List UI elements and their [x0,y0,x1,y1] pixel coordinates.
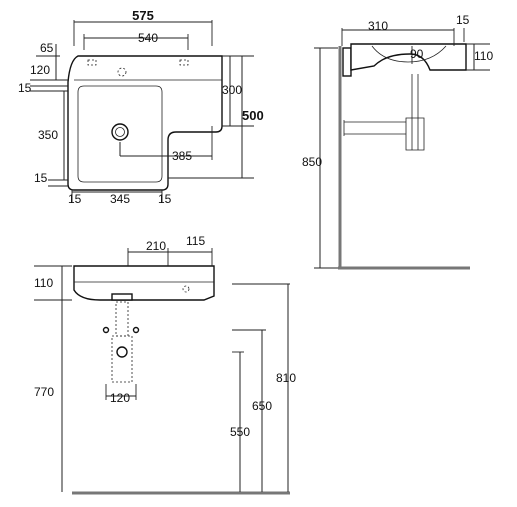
top-view-fixing-right-icon [179,59,189,66]
dim-115-label: 115 [186,234,205,248]
side-view-trap [344,117,425,151]
dim-540-label: 540 [138,31,158,45]
dim-65-label: 65 [40,41,54,55]
dim-120-label: 120 [30,63,50,77]
top-view-waste-inner [115,127,125,137]
dim-850-label: 850 [302,155,322,169]
top-view-waste-icon [111,123,129,141]
front-view-basin [73,265,215,301]
dim-front-110-label: 110 [34,276,53,290]
dim-210-label: 210 [146,239,166,253]
front-view-waste [111,293,133,301]
top-view-fixing-left-icon [87,59,97,66]
dim-575-label: 575 [132,8,154,23]
front-view-trap-lower [111,335,133,383]
front-view-tap-hole-icon [182,285,190,293]
top-view-tap-hole-icon [117,67,127,77]
dim-15-right-label: 15 [158,192,172,206]
side-view-bowl-inner [371,45,447,63]
dim-15-left-label: 15 [68,192,82,206]
side-view: 310 15 90 110 850 [302,13,493,270]
dim-side-110-label: 110 [474,49,493,63]
dim-770-label: 770 [34,385,54,399]
dim-550-label: 550 [230,425,250,439]
dim-300-label: 300 [222,83,242,97]
top-view: 575 540 65 120 15 350 15 300 500 385 [18,8,264,206]
top-view-bowl-rim [77,85,163,183]
dim-350-label: 350 [38,128,58,142]
top-view-basin-outline [67,55,223,191]
front-view-bolt-right-icon [132,326,140,334]
dim-650-label: 650 [252,399,272,413]
dim-385-label: 385 [172,149,192,163]
front-view: 210 115 110 770 120 550 650 810 [34,234,296,495]
dim-310-label: 310 [368,19,388,33]
front-view-trap-outlet-icon [116,346,128,358]
side-view-bracket [342,47,352,77]
dim-345-label: 345 [110,192,130,206]
dim-15-top-label: 15 [18,81,32,95]
side-view-basin-profile [350,43,467,71]
dim-side-15-label: 15 [456,13,470,27]
dim-500-label: 500 [242,108,264,123]
dim-810-label: 810 [276,371,296,385]
dim-front-120-label: 120 [110,391,130,405]
front-view-bolt-left-icon [102,326,110,334]
front-view-trap-upper [115,301,129,337]
dim-90-label: 90 [410,47,424,61]
dim-15-bottom-label: 15 [34,171,48,185]
